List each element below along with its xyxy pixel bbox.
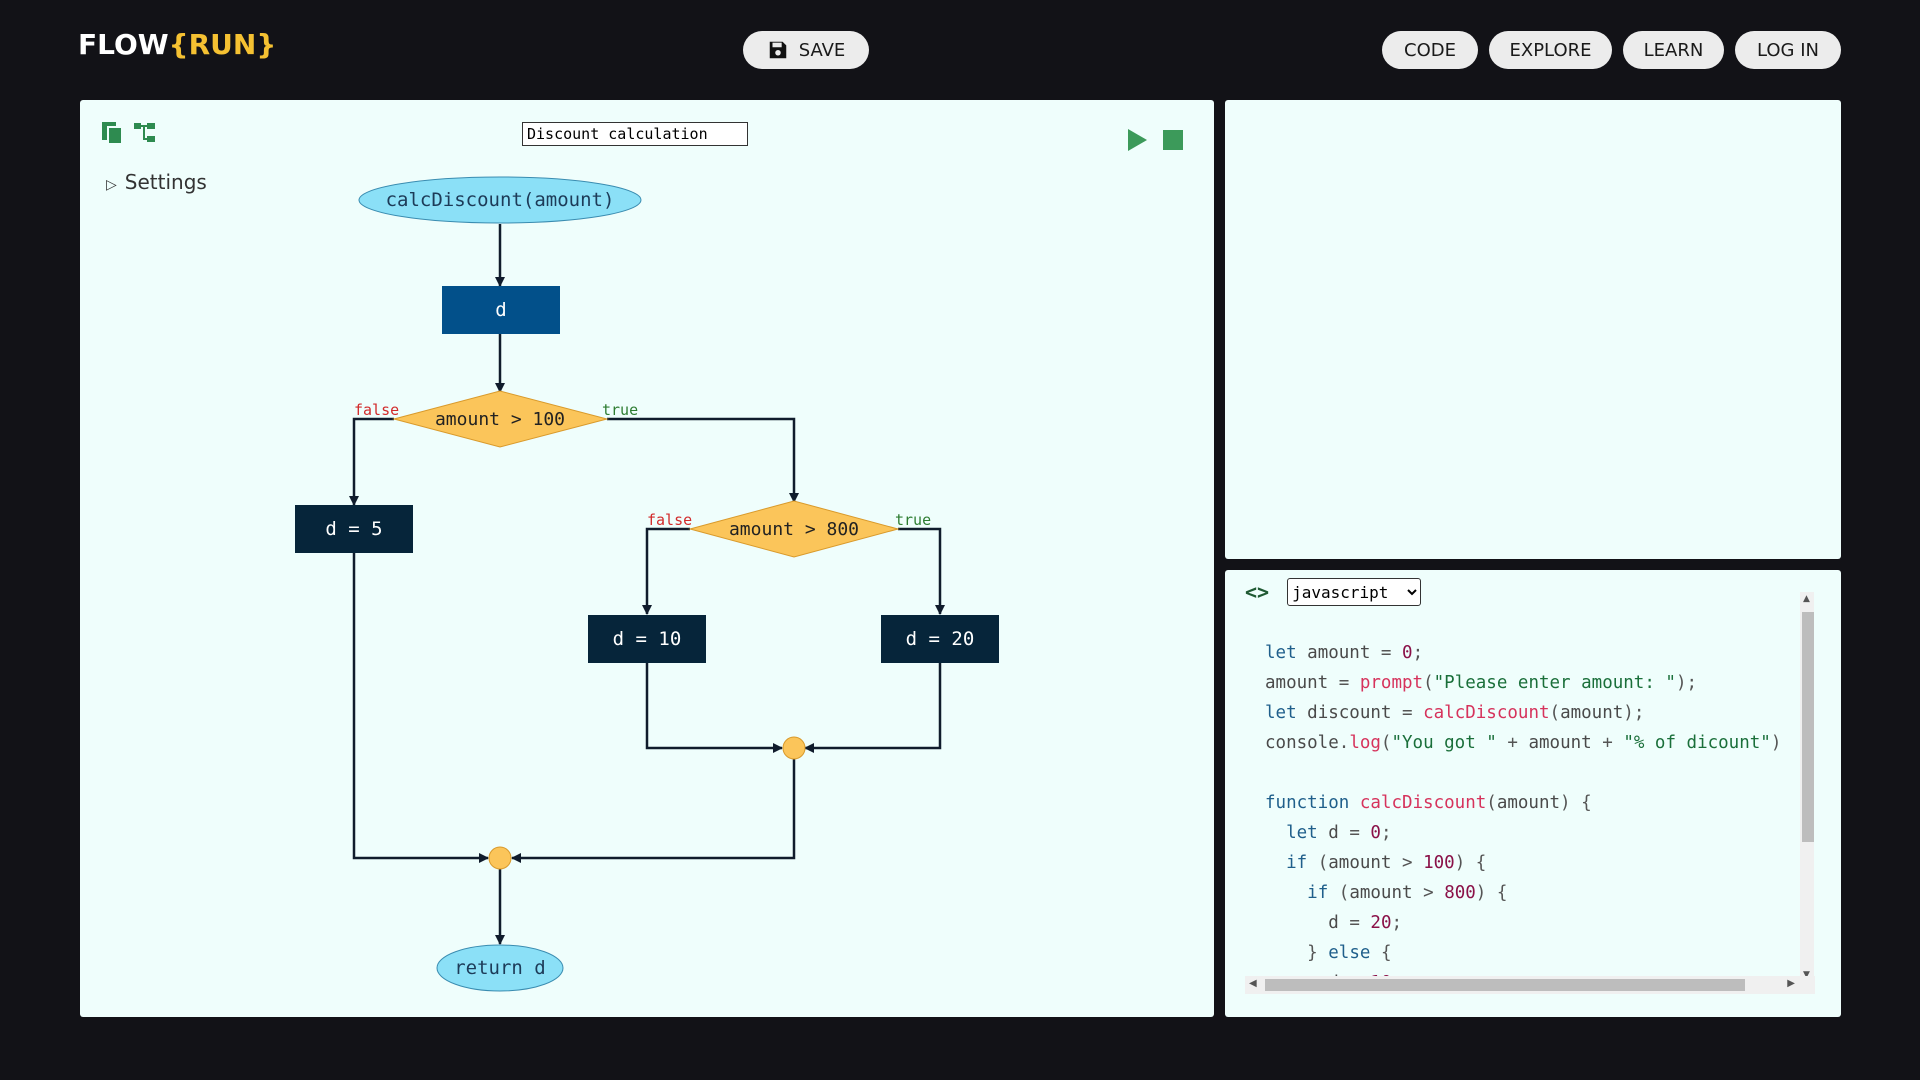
assign-d5-label: d = 5	[325, 518, 382, 540]
scroll-up-icon[interactable]: ▲	[1803, 594, 1810, 604]
floppy-disk-icon	[769, 41, 786, 59]
declare-node-label: d	[495, 299, 506, 321]
condition-2-label: amount > 800	[729, 519, 859, 540]
condition-2-false-label: false	[647, 511, 692, 529]
return-node-label: return d	[454, 957, 546, 979]
logo-open-brace: {	[168, 28, 189, 61]
condition-1-true-label: true	[602, 401, 638, 419]
app-logo[interactable]: FLOW{RUN}	[78, 28, 276, 61]
edge-cond2-false	[642, 527, 690, 615]
stop-icon[interactable]	[1163, 130, 1183, 150]
edge-d10-to-join2	[645, 663, 783, 753]
scroll-down-icon[interactable]: ▼	[1803, 970, 1810, 980]
code-vertical-scrollbar[interactable]: ▲ ▼	[1800, 592, 1814, 982]
assign-d10-label: d = 10	[613, 628, 682, 650]
code-line: if (amount > 800) {	[1307, 883, 1508, 903]
assign-node-d20[interactable]: d = 20	[881, 615, 999, 663]
code-line: d = 10;	[1265, 968, 1805, 978]
structure-icon[interactable]	[132, 120, 158, 146]
scroll-right-icon[interactable]: ▶	[1787, 978, 1795, 989]
condition-node-1[interactable]: amount > 100	[392, 390, 609, 448]
join-node-inner	[782, 736, 806, 760]
code-line: if (amount > 100) {	[1286, 853, 1487, 873]
expand-triangle-icon: ▷	[106, 177, 117, 193]
code-line: d = 20;	[1328, 913, 1403, 933]
code-line: let amount = 0;	[1265, 643, 1424, 663]
join-node-outer	[488, 846, 512, 870]
save-button[interactable]: SAVE	[743, 31, 869, 69]
code-line: } else {	[1307, 943, 1392, 963]
program-title-input[interactable]	[522, 122, 748, 146]
code-line	[1265, 758, 1805, 788]
nav-login-button[interactable]: LOG IN	[1735, 31, 1841, 69]
code-line: amount = prompt("Please enter amount: ")…	[1265, 673, 1698, 693]
logo-close-brace: }	[256, 28, 277, 61]
assign-d20-label: d = 20	[906, 628, 975, 650]
code-editor[interactable]: let amount = 0; amount = prompt("Please e…	[1265, 608, 1805, 978]
logo-main: FLOW	[78, 28, 169, 61]
return-node[interactable]: return d	[436, 944, 564, 992]
edge-d5-to-join1	[352, 553, 489, 863]
code-horizontal-scrollbar[interactable]: ◀ ▶	[1245, 976, 1815, 994]
nav-learn-button[interactable]: LEARN	[1623, 31, 1724, 69]
vertical-scroll-thumb[interactable]	[1802, 612, 1814, 842]
nav-explore-button[interactable]: EXPLORE	[1489, 31, 1612, 69]
code-line: let discount = calcDiscount(amount);	[1265, 703, 1645, 723]
condition-1-false-label: false	[354, 401, 399, 419]
edge-cond2-true	[898, 527, 945, 615]
assign-node-d5[interactable]: d = 5	[295, 505, 413, 553]
edge-d20-to-join2	[804, 663, 942, 753]
code-line: function calcDiscount(amount) {	[1265, 793, 1592, 813]
condition-1-label: amount > 100	[435, 409, 565, 430]
scroll-left-icon[interactable]: ◀	[1249, 978, 1257, 989]
horizontal-scroll-thumb[interactable]	[1265, 979, 1745, 991]
language-select[interactable]: javascript	[1287, 578, 1422, 606]
condition-node-2[interactable]: amount > 800	[688, 500, 900, 558]
code-panel: <> javascript let amount = 0; amount = pr…	[1225, 570, 1841, 1017]
flow-toolbar	[100, 120, 158, 146]
flowchart-canvas: calcDiscount(amount) d amount > 100 fals…	[295, 176, 999, 992]
run-icon[interactable]	[1125, 128, 1149, 152]
copy-icon[interactable]	[100, 120, 126, 146]
flowchart-panel: ▷ Settings calcDiscount(amount)	[80, 100, 1214, 1017]
logo-accent: RUN	[188, 28, 257, 61]
edge-cond1-false	[349, 417, 394, 506]
assign-node-d10[interactable]: d = 10	[588, 615, 706, 663]
start-node-label: calcDiscount(amount)	[386, 189, 615, 211]
code-toolbar: <> javascript	[1245, 578, 1422, 606]
settings-label: Settings	[124, 170, 207, 194]
edge-cond1-true	[607, 417, 799, 503]
output-panel	[1225, 100, 1841, 559]
save-label: SAVE	[798, 39, 846, 61]
nav-code-button[interactable]: CODE	[1382, 31, 1478, 69]
code-brackets-icon[interactable]: <>	[1245, 580, 1270, 604]
code-line: let d = 0;	[1286, 823, 1392, 843]
code-line: console.log("You got " + amount + "% of …	[1265, 733, 1782, 753]
declare-node[interactable]: d	[442, 286, 560, 334]
condition-2-true-label: true	[895, 511, 931, 529]
edge-join2-to-join1	[511, 759, 796, 863]
start-node[interactable]: calcDiscount(amount)	[358, 176, 642, 224]
settings-toggle[interactable]: ▷ Settings	[106, 170, 207, 194]
